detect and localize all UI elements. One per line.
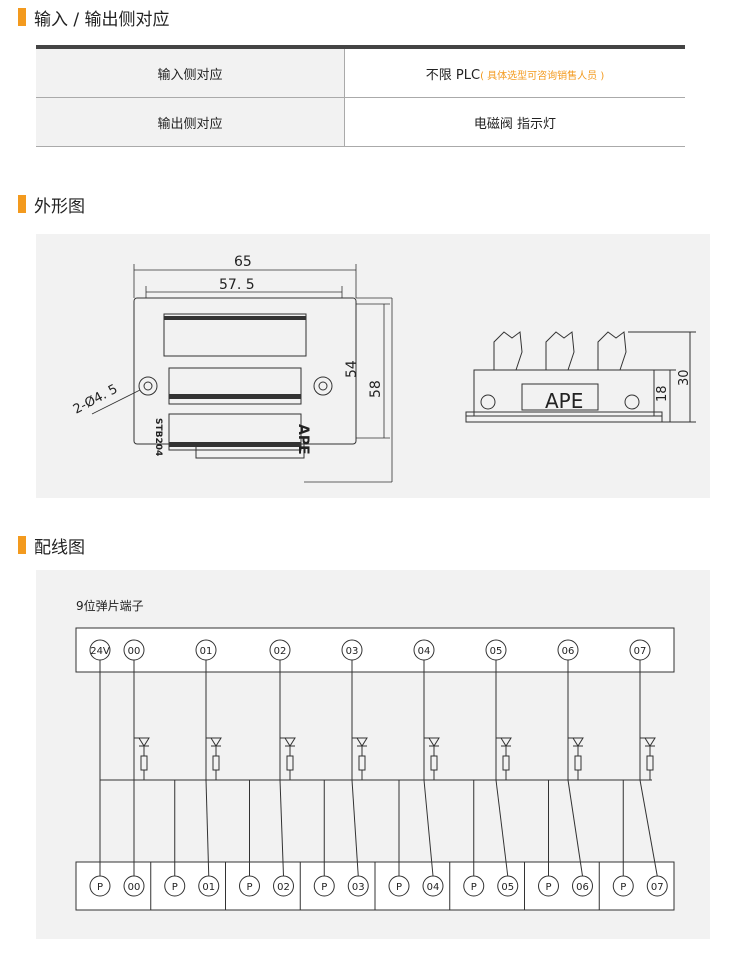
dim-54-label: 54: [344, 360, 360, 378]
model-label: STB204: [153, 418, 163, 456]
row-label: 输入侧对应: [36, 49, 345, 98]
top-terminal: 24V: [89, 639, 111, 661]
top-terminal: 00: [123, 639, 145, 661]
bottom-terminal: 00: [123, 875, 145, 897]
section-marker: [18, 8, 26, 26]
section-marker: [18, 195, 26, 213]
top-terminal: 06: [557, 639, 579, 661]
table-top-rule: [36, 45, 685, 49]
side-brand-logo: APE: [545, 389, 583, 413]
bottom-terminal-label: P: [97, 882, 103, 893]
bottom-terminal: 01: [198, 875, 220, 897]
terminal-dark-row: [169, 394, 301, 399]
section-title-text: 外形图: [34, 196, 85, 217]
table-row: 输出侧对应 电磁阀 指示灯: [36, 97, 685, 147]
bottom-terminal-label: P: [246, 882, 252, 893]
dim-58-label: 58: [368, 380, 384, 398]
bottom-terminal-label: 05: [501, 882, 514, 893]
bottom-terminal: P: [164, 875, 186, 897]
bottom-terminal: P: [463, 875, 485, 897]
top-terminal-strip: [163, 313, 307, 357]
side-screw-right: [624, 394, 640, 410]
bottom-terminal-label: 07: [651, 882, 664, 893]
section-marker: [18, 536, 26, 554]
top-terminal: 01: [195, 639, 217, 661]
bottom-terminal: P: [89, 875, 111, 897]
top-terminal: 02: [269, 639, 291, 661]
bottom-terminal-label: 02: [277, 882, 290, 893]
din-rail: [465, 411, 663, 423]
top-terminal-label: 01: [200, 646, 213, 657]
row-label: 输出侧对应: [36, 97, 345, 147]
bottom-terminal-label: P: [620, 882, 626, 893]
section-title-outline: 外形图: [18, 194, 85, 217]
middle-terminal-block: [168, 367, 302, 405]
row-note: ( 具体选型可咨询销售人员 ): [480, 70, 605, 82]
dim-30-label: 30: [677, 369, 692, 386]
side-screw-left: [480, 394, 496, 410]
top-terminal-label: 05: [490, 646, 503, 657]
top-terminal-label: 07: [634, 646, 647, 657]
top-terminal: 03: [341, 639, 363, 661]
table-row: 输入侧对应 不限 PLC( 具体选型可咨询销售人员 ): [36, 49, 685, 98]
bottom-terminal-label: P: [321, 882, 327, 893]
wiring-title: 9位弹片端子: [76, 598, 144, 613]
bottom-terminal: 04: [422, 875, 444, 897]
bottom-terminal-label: 03: [352, 882, 365, 893]
bottom-terminal-label: 00: [128, 882, 141, 893]
top-terminal-label: 00: [128, 646, 141, 657]
side-label-plate: [521, 383, 599, 411]
mount-hole-right: [313, 376, 333, 396]
top-terminal-label: 04: [418, 646, 431, 657]
bottom-terminal-label: P: [396, 882, 402, 893]
bottom-terminal-label: P: [545, 882, 551, 893]
terminal-dark-row: [164, 316, 306, 320]
section-title-wiring: 配线图: [18, 535, 85, 558]
bottom-terminal: 02: [273, 875, 294, 897]
bottom-terminal-label: P: [172, 882, 178, 893]
bottom-terminal: P: [612, 875, 634, 897]
bottom-terminal: P: [388, 875, 410, 897]
section-title-text: 输入 / 输出侧对应: [34, 9, 170, 30]
dim-65-label: 65: [234, 254, 252, 270]
dim-57-5-label: 57. 5: [219, 277, 255, 293]
top-terminal-label: 03: [346, 646, 359, 657]
outline-drawing: 65 57. 5 54 58 2-Ø4. 5 APE STB204 APE 18…: [71, 254, 696, 483]
brand-logo: APE: [295, 424, 311, 455]
bottom-terminal: 05: [497, 875, 519, 897]
bottom-terminal: 03: [347, 875, 369, 897]
top-terminal-block: [75, 627, 675, 673]
bottom-terminal-label: 04: [427, 882, 440, 893]
section-title-text: 配线图: [34, 537, 85, 558]
bottom-terminal: P: [239, 875, 260, 897]
bottom-terminal-label: 06: [576, 882, 589, 893]
side-terminal-1: [493, 331, 523, 371]
bottom-terminal-label: 01: [202, 882, 215, 893]
top-terminal: 05: [485, 639, 507, 661]
section-title-io: 输入 / 输出侧对应: [18, 7, 170, 30]
top-terminal-label: 02: [274, 646, 287, 657]
io-spec-table: 输入侧对应 不限 PLC( 具体选型可咨询销售人员 ) 输出侧对应 电磁阀 指示…: [36, 49, 685, 147]
top-terminal: 04: [413, 639, 435, 661]
side-terminal-2: [545, 331, 575, 371]
top-terminal-label: 24V: [90, 646, 110, 657]
top-terminal-label: 06: [562, 646, 575, 657]
dim-18-label: 18: [655, 385, 670, 402]
bottom-terminal: 06: [572, 875, 593, 897]
bottom-terminal: 07: [646, 875, 668, 897]
lower-terminal-block: [168, 413, 302, 451]
mount-hole-left: [138, 376, 158, 396]
row-value: 不限 PLC( 具体选型可咨询销售人员 ): [344, 49, 685, 98]
bottom-terminal-label: P: [471, 882, 477, 893]
top-terminal: 07: [629, 639, 651, 661]
terminal-dark-row: [169, 442, 301, 447]
row-value: 电磁阀 指示灯: [344, 97, 685, 147]
bottom-terminal: P: [313, 875, 335, 897]
bottom-terminal: P: [538, 875, 559, 897]
side-terminal-3: [597, 331, 627, 371]
outline-drawing-panel: 65 57. 5 54 58 2-Ø4. 5 APE STB204 APE 18…: [36, 234, 710, 498]
